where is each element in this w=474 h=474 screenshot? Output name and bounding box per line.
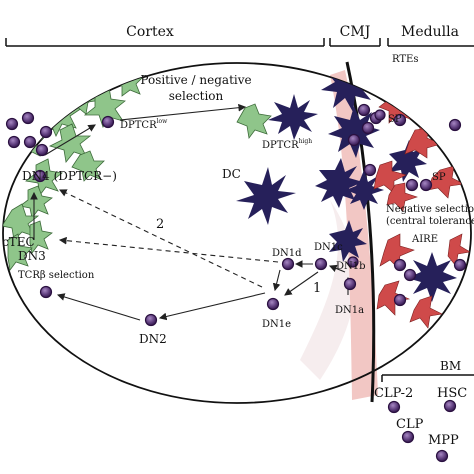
bm-cells [387, 399, 457, 463]
cell-medulla-3 [393, 258, 407, 272]
cell-cmj-5 [363, 163, 377, 177]
cell-cmj-3 [361, 121, 375, 135]
dn1b-label: DN1b [336, 261, 366, 272]
cell-dn4 [33, 169, 47, 183]
cell-sp-top [374, 109, 386, 121]
cell-medulla-4 [403, 268, 417, 282]
arrow-dn1d-to-dn1e [272, 269, 281, 292]
cell-sp-mid-2 [419, 178, 433, 192]
cell-cortex-5 [39, 125, 53, 139]
rtes-label: RTEs [392, 54, 418, 65]
arrow-dn1c-to-dn1e [284, 271, 319, 296]
clp2-label: CLP-2 [374, 386, 413, 401]
cell-cmj-1 [357, 103, 371, 117]
cell-dn1c [314, 257, 328, 271]
cell-dn1e [266, 297, 280, 311]
dn1d-label: DN1d [272, 248, 302, 259]
tcrb-selection-label: TCRβ selection [18, 270, 95, 281]
dptcr-low-label: DPTCRlow [120, 118, 168, 131]
pathway-arrows [30, 103, 352, 321]
cell-hsc [443, 399, 457, 413]
dc-label: DC [222, 167, 241, 181]
dn1e-label: DN1e [262, 319, 291, 330]
hsc-label: HSC [437, 386, 467, 401]
cell-clp2 [387, 400, 401, 414]
mpp-label: MPP [428, 433, 459, 448]
bm-bracket [381, 374, 474, 382]
cell-dn1d [281, 257, 295, 271]
sp-mid-label: SP [432, 172, 446, 183]
ctec-label: cTEC [2, 235, 35, 249]
arrow-dn1e-to-dn2 [158, 292, 266, 321]
cell-sp-mid-1 [405, 178, 419, 192]
sp-top-label: SP [388, 114, 402, 125]
dn2-label: DN2 [139, 332, 167, 346]
cell-cortex-2 [21, 111, 35, 125]
cell-dptcr-low [101, 115, 115, 129]
cell-cortex-6 [35, 143, 49, 157]
dn3-label: DN3 [18, 249, 46, 263]
cell-cortex-3 [7, 135, 21, 149]
cell-dn3 [39, 285, 53, 299]
clp-label: CLP [396, 417, 424, 432]
path-2-label: 2 [156, 217, 164, 232]
cell-cortex-1 [5, 117, 19, 131]
selection-label: selection [169, 89, 224, 103]
negative-selection-label: Negative selection [386, 204, 474, 215]
path-1-label: 1 [313, 281, 321, 296]
bm-label: BM [440, 359, 461, 373]
cell-cmj-4 [347, 133, 361, 147]
arrow-dn1b-to-dn1c [328, 264, 346, 273]
dn1c-label: DN1c [314, 242, 343, 253]
cortex-header: Cortex [126, 24, 174, 40]
cell-mpp [435, 449, 449, 463]
thymocyte-cells [5, 103, 467, 327]
medulla-header: Medulla [401, 24, 459, 40]
cell-medulla-6 [393, 293, 407, 307]
cell-medulla-1 [393, 113, 407, 127]
arrow-dn4-to-dptcr-low [44, 124, 96, 156]
aire-label: AIRE [411, 234, 438, 245]
cell-dn2 [144, 313, 158, 327]
dc-star [236, 167, 296, 225]
arrow-dn1d-to-ctec-dashed [58, 236, 279, 263]
dn4-label: DN4 (DPTCR−) [22, 169, 117, 183]
arrow-dn1e-to-dn4-dashed [59, 189, 263, 288]
central-tolerance-label: (central tolerance) [386, 216, 474, 227]
arrow-dn2-to-dn3 [56, 293, 141, 321]
cell-dn1b [347, 256, 359, 268]
dptcr-high-label: DPTCRhigh [262, 138, 312, 151]
dptcr-high-star [268, 94, 318, 140]
cell-medulla-2 [448, 118, 462, 132]
region-header-lines [5, 38, 474, 47]
medulla-boundary [345, 61, 376, 403]
positive-negative-label: Positive / negative [140, 73, 251, 87]
cell-medulla-5 [453, 258, 467, 272]
arrow-dptcr-low-to-high [119, 103, 247, 121]
cell-dn1a [343, 277, 357, 291]
cell-cortex-4 [23, 135, 37, 149]
cell-clp [401, 430, 415, 444]
cmj-header: CMJ [340, 24, 371, 40]
thymus-lobe-outline [2, 62, 472, 404]
dn1a-label: DN1a [335, 305, 364, 316]
